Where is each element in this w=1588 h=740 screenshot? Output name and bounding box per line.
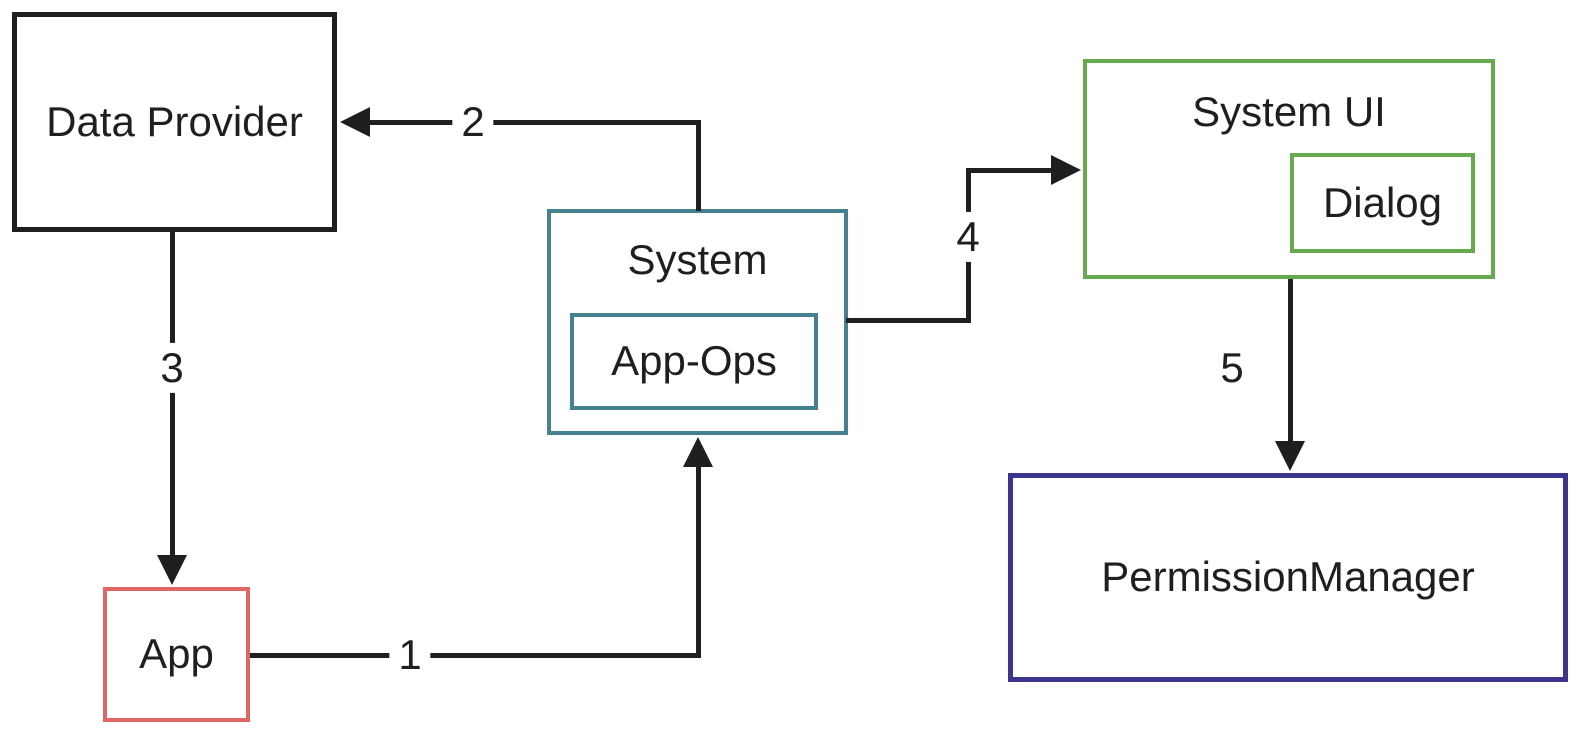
edge-4-hline-upper — [966, 168, 1054, 173]
node-data-provider-label: Data Provider — [46, 97, 303, 145]
node-app-ops-label: App-Ops — [611, 337, 777, 385]
edge-1-hline — [250, 653, 701, 658]
edge-1-vline — [696, 463, 701, 658]
edge-3-label: 3 — [151, 342, 193, 394]
edge-2-label: 2 — [452, 96, 494, 148]
edge-5-vline — [1288, 279, 1293, 444]
edge-5-label: 5 — [1211, 342, 1253, 394]
node-system-ui: System UI Dialog — [1083, 59, 1495, 279]
node-permission-manager-label: PermissionManager — [1101, 553, 1475, 601]
edge-2-vline — [696, 120, 701, 211]
node-app-ops: App-Ops — [570, 313, 818, 410]
edge-1-arrowhead-up-icon — [683, 437, 713, 467]
node-app-label: App — [139, 630, 214, 678]
edge-4-hline-lower — [846, 318, 971, 323]
node-data-provider: Data Provider — [12, 12, 337, 232]
edge-3-vline — [170, 230, 175, 558]
node-app: App — [103, 587, 250, 722]
edge-2-arrowhead-left-icon — [340, 107, 370, 137]
node-dialog-label: Dialog — [1322, 178, 1443, 226]
edge-3-arrowhead-down-icon — [157, 555, 187, 585]
node-system: System App-Ops — [547, 209, 848, 435]
node-permission-manager: PermissionManager — [1008, 473, 1568, 682]
edge-2-hline — [366, 120, 701, 125]
node-dialog: Dialog — [1290, 153, 1475, 253]
node-system-ui-label: System UI — [1192, 88, 1386, 135]
edge-4-arrowhead-right-icon — [1051, 155, 1081, 185]
edge-4-label: 4 — [947, 211, 989, 263]
edge-1-label: 1 — [389, 629, 431, 681]
edge-5-arrowhead-down-icon — [1275, 441, 1305, 471]
node-system-label: System — [627, 236, 768, 283]
